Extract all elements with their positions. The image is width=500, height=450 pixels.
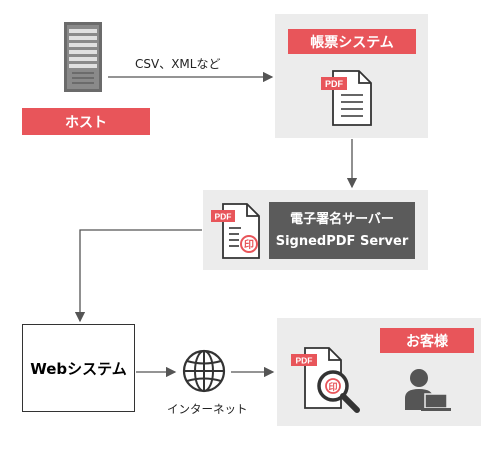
customer-panel: お客様 PDF 印 bbox=[277, 318, 481, 426]
form-system-label: 帳票システム bbox=[288, 29, 416, 54]
customer-label: お客様 bbox=[380, 328, 474, 353]
arrow-signature-to-web bbox=[74, 229, 202, 323]
web-system-label: Webシステム bbox=[30, 359, 127, 378]
signed-pdf-icon: 印 PDF bbox=[211, 202, 263, 264]
signature-server-title: 電子署名サーバー bbox=[290, 211, 394, 227]
server-icon bbox=[64, 22, 102, 96]
pdf-tag: PDF bbox=[325, 79, 344, 89]
user-laptop-icon bbox=[401, 366, 453, 418]
pdf-magnify-icon: PDF 印 bbox=[291, 346, 371, 422]
signature-server-title-box: 電子署名サーバー SignedPDF Server bbox=[269, 202, 415, 259]
signature-server-subtitle: SignedPDF Server bbox=[275, 233, 409, 249]
svg-text:印: 印 bbox=[328, 381, 337, 393]
globe-icon bbox=[181, 348, 227, 398]
transfer-format-label: CSV、XMLなど bbox=[135, 57, 221, 71]
svg-text:印: 印 bbox=[244, 239, 254, 251]
pdf-tag: PDF bbox=[215, 212, 232, 222]
signature-server-panel: 印 PDF 電子署名サーバー SignedPDF Server bbox=[203, 190, 428, 270]
form-system-panel: 帳票システム PDF bbox=[275, 14, 428, 138]
internet-label: インターネット bbox=[167, 402, 248, 416]
host-label: ホスト bbox=[22, 108, 150, 135]
web-system-box: Webシステム bbox=[22, 324, 135, 412]
pdf-document-icon: PDF bbox=[321, 69, 377, 131]
pdf-tag: PDF bbox=[296, 356, 313, 366]
